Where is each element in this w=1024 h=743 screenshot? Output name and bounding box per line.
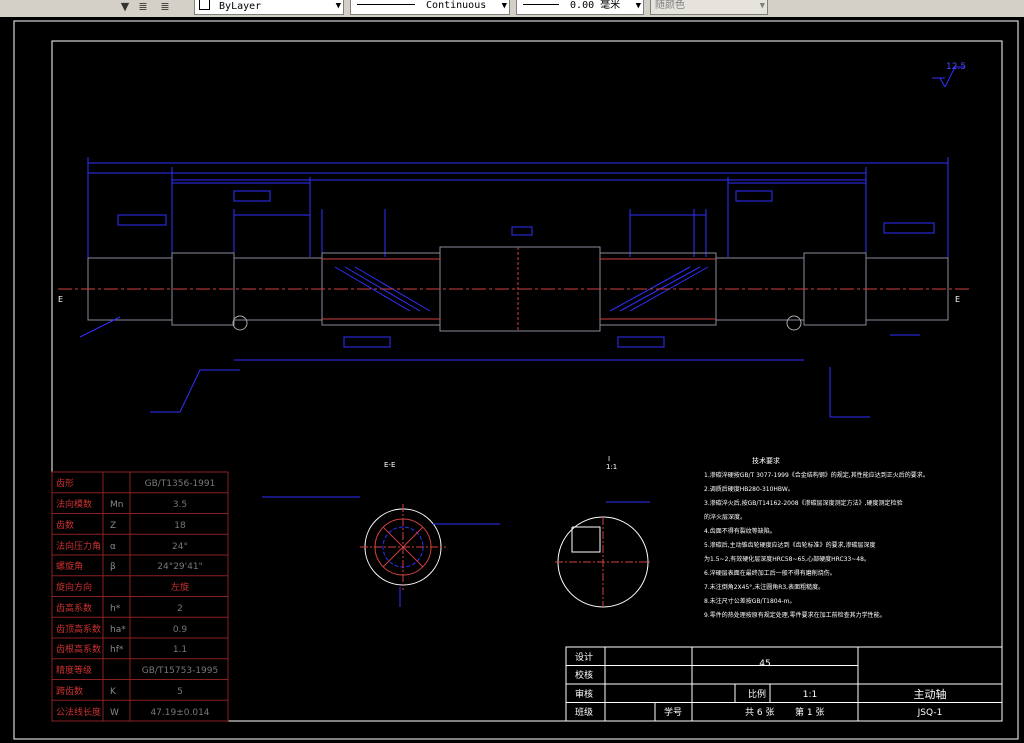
gear-param-value: 左旋	[171, 581, 189, 593]
gear-param-symbol: W	[110, 708, 119, 718]
color-dropdown[interactable]: ByLayer ▼	[194, 0, 344, 15]
tech-req-line: 2.调质后硬度HB280-310HBW。	[704, 485, 794, 493]
gear-param-value: 3.5	[173, 500, 187, 510]
tech-req-line: 1.渗碳淬硬按GB/T 3077-1999《合金结构钢》的规定,其性能应达到正火…	[704, 471, 929, 479]
gear-param-name: 齿顶高系数	[56, 623, 101, 635]
tech-req-line: 9.零件的热处理按原有规定处理,零件要求在加工前检查其力学性能。	[704, 611, 886, 619]
outer-frame	[13, 20, 1019, 740]
color-swatch-icon	[199, 0, 210, 10]
tech-req-line: 5.渗碳后,主动锥齿轮硬度应达到《齿轮标准》的要求,渗碳层深度	[704, 541, 876, 549]
section-view-ee	[262, 496, 500, 607]
gear-param-name: 跨齿数	[56, 685, 83, 697]
chevron-down-icon: ▼	[335, 1, 341, 11]
tech-req-line: 6.淬硬层表面在最终加工后一般不得有磨削烧伤。	[704, 569, 836, 577]
gear-param-value: 24°	[172, 542, 188, 552]
gear-param-name: 旋向方向	[56, 581, 92, 593]
drawing-canvas[interactable]: 12.5	[0, 17, 1024, 743]
chevron-down-icon: ▼	[759, 1, 765, 11]
title-scale: 1:1	[803, 690, 817, 700]
cad-drawing: 12.5	[13, 20, 1019, 740]
section-mark-left: E	[58, 295, 63, 304]
dropdown-arrow-icon[interactable]: ▼	[120, 0, 130, 13]
inner-frame	[51, 40, 1003, 722]
title-material: 45	[759, 659, 770, 669]
gear-param-name: 齿形	[56, 477, 74, 489]
tech-req-line: 8.未注尺寸公差按GB/T1804-m。	[704, 597, 795, 605]
gear-param-name: 齿根高系数	[56, 643, 101, 655]
plotstyle-label: 随颜色	[655, 0, 685, 11]
gear-param-symbol: Mn	[110, 500, 123, 510]
title-sheets: 共 6 张	[745, 707, 774, 718]
gear-param-name: 齿数	[56, 519, 74, 531]
tolerance-frames	[117, 190, 935, 348]
title-drawing-no: JSQ-1	[917, 708, 943, 718]
plotstyle-dropdown[interactable]: 随颜色 ▼	[650, 0, 768, 15]
roughness-mark: 12.5	[932, 62, 966, 88]
detail-view	[555, 501, 650, 608]
detail-scale: 1:1	[606, 463, 617, 471]
gear-parameter-table: 齿形 法向模数 齿数 法向压力角 螺旋角 旋向方向 齿高系数 齿顶高系数 齿根高…	[51, 471, 229, 722]
gear-param-symbol: hf*	[110, 645, 124, 655]
tech-requirements: 技术要求 1.渗碳淬硬按GB/T 3077-1999《合金结构钢》的规定,其性能…	[704, 456, 929, 619]
gear-param-value: 2	[177, 604, 183, 614]
gear-param-value: 18	[174, 521, 186, 531]
tech-req-title: 技术要求	[752, 456, 780, 465]
title-part-name: 主动轴	[914, 687, 947, 701]
tech-req-line: 3.渗碳淬火后,按GB/T14162-2008《渗碳层深度测定方法》,硬度测定检…	[704, 499, 903, 507]
lineweight-line-icon	[523, 4, 559, 5]
gear-param-value: 1.1	[173, 645, 187, 655]
gear-param-name: 法向压力角	[56, 540, 101, 552]
gear-param-value: 47.19±0.014	[150, 708, 209, 718]
tech-req-line: 的淬火层深度。	[704, 513, 746, 521]
lineweight-label: 0.00 毫米	[570, 0, 621, 11]
gear-param-symbol: Z	[110, 521, 116, 531]
gear-param-symbol: K	[110, 687, 117, 697]
section-label: E-E	[384, 461, 395, 469]
gear-param-symbol: α	[110, 542, 116, 552]
gear-param-value: 24°29'41"	[157, 562, 202, 572]
roughness-value: 12.5	[946, 62, 966, 72]
gear-param-symbol: ha*	[110, 625, 126, 635]
title-scale-label: 比例	[748, 688, 766, 700]
chevron-down-icon: ▼	[501, 1, 507, 11]
linetype-line-icon	[357, 4, 415, 5]
tech-req-line: 4.齿面不得有裂纹等缺陷。	[704, 527, 776, 535]
title-check-label: 校核	[575, 669, 593, 681]
title-review-label: 审核	[575, 688, 593, 700]
chevron-down-icon: ▼	[635, 1, 641, 11]
title-design-label: 设计	[575, 651, 593, 663]
tech-req-line: 7.未注倒角2X45°,未注圆角R3,表面粗糙度。	[704, 583, 824, 591]
lower-dimensions	[79, 316, 920, 418]
gear-param-value: 0.9	[173, 625, 188, 635]
layer-stack-icon[interactable]: ≣	[138, 0, 148, 13]
gear-param-value: 5	[177, 687, 183, 697]
gear-param-value: GB/T1356-1991	[145, 479, 216, 489]
gear-param-name: 法向模数	[56, 498, 92, 510]
linetype-label: Continuous	[426, 0, 487, 11]
layer-previous-icon[interactable]: ≣	[160, 0, 170, 13]
properties-toolbar: ▼ ≣ ≣ ByLayer ▼ Continuous ▼ 0.00 毫米 ▼ 随…	[0, 0, 1024, 18]
center-holes	[232, 315, 802, 331]
gear-param-name: 公法线长度	[56, 706, 101, 718]
title-sheet-no: 第 1 张	[795, 706, 824, 718]
title-class-label: 班级	[575, 706, 593, 718]
gear-param-symbol: β	[110, 562, 116, 572]
detail-label: I	[608, 455, 610, 463]
section-mark-right: E	[955, 295, 960, 304]
lineweight-dropdown[interactable]: 0.00 毫米 ▼	[516, 0, 644, 15]
overall-dimensions	[87, 157, 949, 273]
color-label: ByLayer	[219, 1, 262, 12]
gear-param-name: 齿高系数	[56, 602, 92, 614]
gear-param-name: 精度等级	[56, 664, 92, 676]
gear-param-value: GB/T15753-1995	[142, 666, 218, 676]
tech-req-line: 为1.5~2,有效硬化层深度HRC58~65,心部硬度HRC33~48。	[704, 555, 870, 563]
title-studentno-label: 学号	[664, 706, 682, 718]
title-block: 设计 校核 审核 班级 学号 45 比例 1:1 主动轴 共 6 张 第 1 张…	[565, 646, 1003, 722]
gear-param-name: 螺旋角	[56, 560, 83, 572]
gear-teeth	[322, 247, 716, 331]
linetype-dropdown[interactable]: Continuous ▼	[350, 0, 510, 15]
gear-param-symbol: h*	[110, 604, 121, 614]
